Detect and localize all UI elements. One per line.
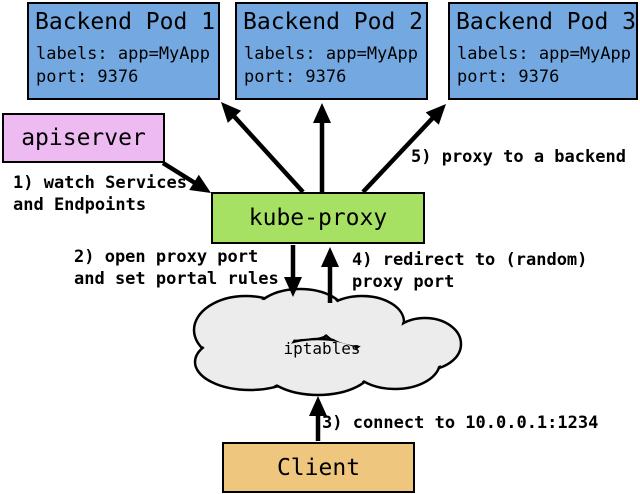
pod-labels: labels: app=MyApp xyxy=(36,44,210,64)
client-node: Client xyxy=(222,442,415,493)
backend-pod-2: Backend Pod 2 labels: app=MyApp port: 93… xyxy=(235,2,428,100)
step4-line1: 4) redirect to (random) xyxy=(352,250,588,270)
apiserver-label: apiserver xyxy=(21,125,146,151)
pod-labels: labels: app=MyApp xyxy=(244,44,418,64)
pod-port: port: 9376 xyxy=(457,67,560,87)
pod-title: Backend Pod 1 xyxy=(35,9,216,35)
arrow-client-to-iptables xyxy=(309,396,327,441)
client-label: Client xyxy=(276,454,361,481)
pod-labels: labels: app=MyApp xyxy=(457,44,631,64)
arrow-kube-proxy-to-pod2 xyxy=(313,103,331,192)
arrow-kube-proxy-to-iptables xyxy=(284,245,302,297)
kube-proxy-node: kube-proxy xyxy=(211,192,425,244)
arrow-kube-proxy-to-pod3 xyxy=(361,104,446,194)
step4-line2: proxy port xyxy=(352,272,455,292)
arrow-iptables-to-kube-proxy xyxy=(321,247,339,303)
step2-line1: 2) open proxy port xyxy=(74,247,259,267)
step4-note: 4) redirect to (random) proxy port xyxy=(352,249,587,293)
pod-port: port: 9376 xyxy=(244,67,347,87)
pod-title: Backend Pod 3 xyxy=(456,9,637,35)
arrow-kube-proxy-to-pod1 xyxy=(221,102,305,194)
apiserver-node: apiserver xyxy=(2,113,165,163)
iptables-label: iptables xyxy=(283,339,361,358)
iptables-cloud-shape xyxy=(192,287,463,397)
kube-proxy-label: kube-proxy xyxy=(248,205,388,231)
backend-pod-1: Backend Pod 1 labels: app=MyApp port: 93… xyxy=(27,2,220,100)
step3-note: 3) connect to 10.0.0.1:1234 xyxy=(322,413,599,433)
step1-line1: 1) watch Services xyxy=(13,173,187,193)
step1-note: 1) watch Services and Endpoints xyxy=(13,172,187,216)
backend-pod-3: Backend Pod 3 labels: app=MyApp port: 93… xyxy=(448,2,638,100)
arrow-apiserver-to-kube-proxy xyxy=(161,161,211,193)
step2-line2: and set portal rules xyxy=(74,269,279,289)
step5-note: 5) proxy to a backend xyxy=(411,147,626,167)
pod-title: Backend Pod 2 xyxy=(243,9,424,35)
step2-note: 2) open proxy port and set portal rules xyxy=(74,246,279,290)
pod-port: port: 9376 xyxy=(36,67,139,87)
step1-line2: and Endpoints xyxy=(13,195,147,215)
